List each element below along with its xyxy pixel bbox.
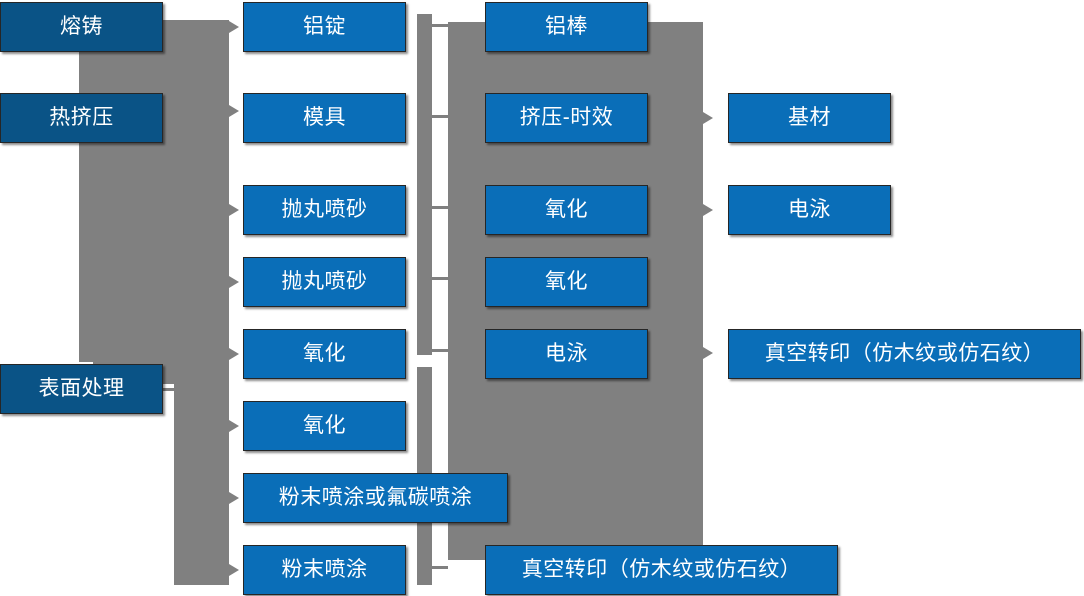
process-box-extrusion-aging[interactable]: 挤压-时效 [485,93,648,143]
process-box-shot-blasting-2[interactable]: 抛丸喷砂 [243,257,406,307]
connector-stage-arrow-2 [80,350,92,359]
arrow-to-aluminum-ingot [229,21,239,33]
process-box-aluminum-ingot[interactable]: 铝锭 [243,2,406,52]
output-box-electrophoresis[interactable]: 电泳 [728,185,891,235]
connector-stub-row-5 [432,349,448,352]
arrow-to-shot-blasting-1 [229,204,239,216]
process-box-oxidation-3[interactable]: 氧化 [485,185,648,235]
stage-box-surface-treatment[interactable]: 表面处理 [0,364,163,414]
connector-stub-row-4 [432,277,448,280]
connector-stub-row-6 [432,566,448,569]
connector-surface-stub [160,388,184,391]
process-box-powder-coating[interactable]: 粉末喷涂 [243,545,406,595]
arrow-to-vacuum-transfer [703,347,713,359]
output-box-base-material[interactable]: 基材 [728,93,891,143]
output-box-vacuum-transfer[interactable]: 真空转印（仿木纹或仿石纹） [728,329,1081,379]
arrow-to-powder-coating [229,564,239,576]
process-box-mold[interactable]: 模具 [243,93,406,143]
process-box-oxidation-2[interactable]: 氧化 [243,401,406,451]
connector-stub-row-3 [432,206,448,209]
arrow-to-base-material [703,112,713,124]
connector-stub-row-2 [432,115,448,118]
process-box-shot-blasting-1[interactable]: 抛丸喷砂 [243,185,406,235]
process-box-electrophoresis-1[interactable]: 电泳 [485,329,648,379]
connector-stage-arrow-1 [80,75,92,84]
arrow-to-powder-or-fluorocarbon [229,492,239,504]
process-box-oxidation-1[interactable]: 氧化 [243,329,406,379]
connector-fan-left [93,20,174,384]
connector-stub-row-1 [432,24,448,27]
arrow-to-oxidation-1 [229,348,239,360]
process-box-powder-or-fluorocarbon[interactable]: 粉末喷涂或氟碳喷涂 [243,473,508,523]
process-box-aluminum-bar[interactable]: 铝棒 [485,2,648,52]
stage-box-melt-cast[interactable]: 熔铸 [0,2,163,52]
connector-fan-left-lower [174,20,229,585]
connector-mid-bar [417,14,432,355]
arrow-to-shot-blasting-2 [229,276,239,288]
stage-box-hot-extrusion[interactable]: 热挤压 [0,93,163,143]
arrow-to-mold [229,105,239,117]
process-box-vacuum-transfer-bottom[interactable]: 真空转印（仿木纹或仿石纹） [485,545,838,595]
arrow-to-oxidation-2 [229,420,239,432]
process-box-oxidation-4[interactable]: 氧化 [485,257,648,307]
arrow-to-electrophoresis-out [703,204,713,216]
